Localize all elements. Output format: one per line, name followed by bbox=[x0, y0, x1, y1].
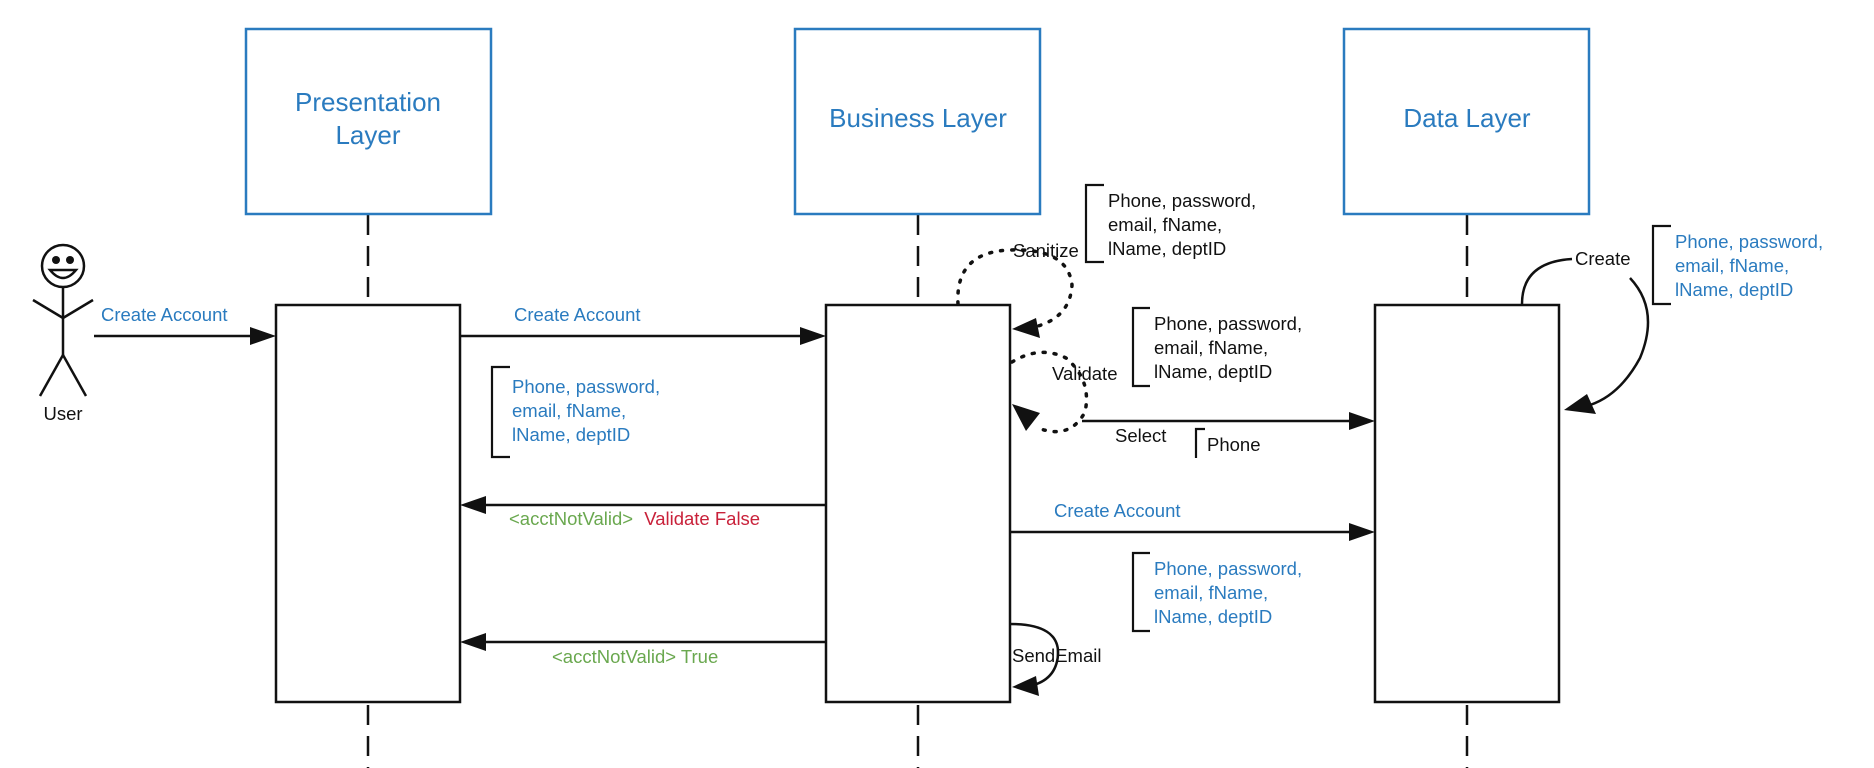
validate-params-line2: email, fName, bbox=[1154, 337, 1268, 358]
pres-to-bus-arrowhead bbox=[800, 327, 826, 345]
create-arrowhead bbox=[1564, 394, 1596, 414]
create-params-line3: lName, deptID bbox=[1154, 606, 1272, 627]
data-create-params-bracket bbox=[1651, 224, 1671, 306]
sanitize-params-line1: Phone, password, bbox=[1108, 190, 1256, 211]
sanitize-arrowhead bbox=[1012, 318, 1040, 338]
send-email-arrowhead bbox=[1012, 676, 1039, 696]
pres-params-bracket bbox=[490, 365, 510, 459]
validate-params-bracket bbox=[1131, 306, 1150, 388]
validate-false-arrowhead bbox=[460, 496, 486, 514]
data-create-params-line3: lName, deptID bbox=[1675, 279, 1793, 300]
pres-params-line1: Phone, password, bbox=[512, 376, 660, 397]
validate-false-tag: <acctNotValid> bbox=[509, 508, 633, 529]
send-email-label: SendEmail bbox=[1012, 645, 1101, 666]
validate-arrowhead bbox=[1012, 404, 1040, 431]
business-activation[interactable] bbox=[824, 303, 1012, 704]
select-arrowhead bbox=[1349, 412, 1375, 430]
true-return-label: <acctNotValid> True bbox=[552, 646, 718, 667]
sanitize-params-bracket bbox=[1084, 183, 1104, 264]
business-layer-title: Business Layer bbox=[829, 103, 1007, 133]
validate-label: Validate bbox=[1052, 363, 1117, 384]
true-return-arrowhead bbox=[460, 633, 486, 651]
validate-params-line1: Phone, password, bbox=[1154, 313, 1302, 334]
sanitize-params-line2: email, fName, bbox=[1108, 214, 1222, 235]
presentation-activation[interactable] bbox=[274, 303, 462, 704]
bus-to-data-arrowhead bbox=[1349, 523, 1375, 541]
data-layer-title: Data Layer bbox=[1403, 103, 1531, 133]
business-layer-box[interactable] bbox=[793, 27, 1042, 216]
presentation-layer-title-line2: Layer bbox=[335, 120, 400, 150]
select-param-bracket bbox=[1194, 427, 1205, 458]
data-layer-box[interactable] bbox=[1342, 27, 1591, 216]
create-params-bracket bbox=[1131, 551, 1150, 633]
send-email-loop bbox=[1009, 622, 1060, 688]
pres-to-bus-label: Create Account bbox=[514, 304, 641, 325]
select-label: Select bbox=[1115, 425, 1166, 446]
bus-to-data-label: Create Account bbox=[1054, 500, 1181, 521]
user-actor-icon bbox=[32, 243, 94, 397]
data-create-params-line2: email, fName, bbox=[1675, 255, 1789, 276]
create-label: Create bbox=[1575, 248, 1631, 269]
sanitize-label: Sanitize bbox=[1013, 240, 1079, 261]
sanitize-params-line3: lName, deptID bbox=[1108, 238, 1226, 259]
user-create-arrowhead bbox=[250, 327, 276, 345]
data-create-params-line1: Phone, password, bbox=[1675, 231, 1823, 252]
validate-loop bbox=[1010, 350, 1089, 434]
create-params-line2: email, fName, bbox=[1154, 582, 1268, 603]
validate-false-text: Validate False bbox=[644, 508, 760, 529]
presentation-layer-box[interactable] bbox=[244, 27, 493, 216]
validate-false-label: <acctNotValid> Validate False bbox=[509, 508, 760, 529]
user-label: User bbox=[43, 403, 82, 424]
pres-params-line2: email, fName, bbox=[512, 400, 626, 421]
validate-params-line3: lName, deptID bbox=[1154, 361, 1272, 382]
user-create-label: Create Account bbox=[101, 304, 228, 325]
pres-params-line3: lName, deptID bbox=[512, 424, 630, 445]
create-params-line1: Phone, password, bbox=[1154, 558, 1302, 579]
data-activation[interactable] bbox=[1373, 303, 1561, 704]
create-loop bbox=[1520, 257, 1650, 407]
presentation-layer-title-line1: Presentation bbox=[295, 87, 441, 117]
select-param: Phone bbox=[1207, 434, 1261, 455]
